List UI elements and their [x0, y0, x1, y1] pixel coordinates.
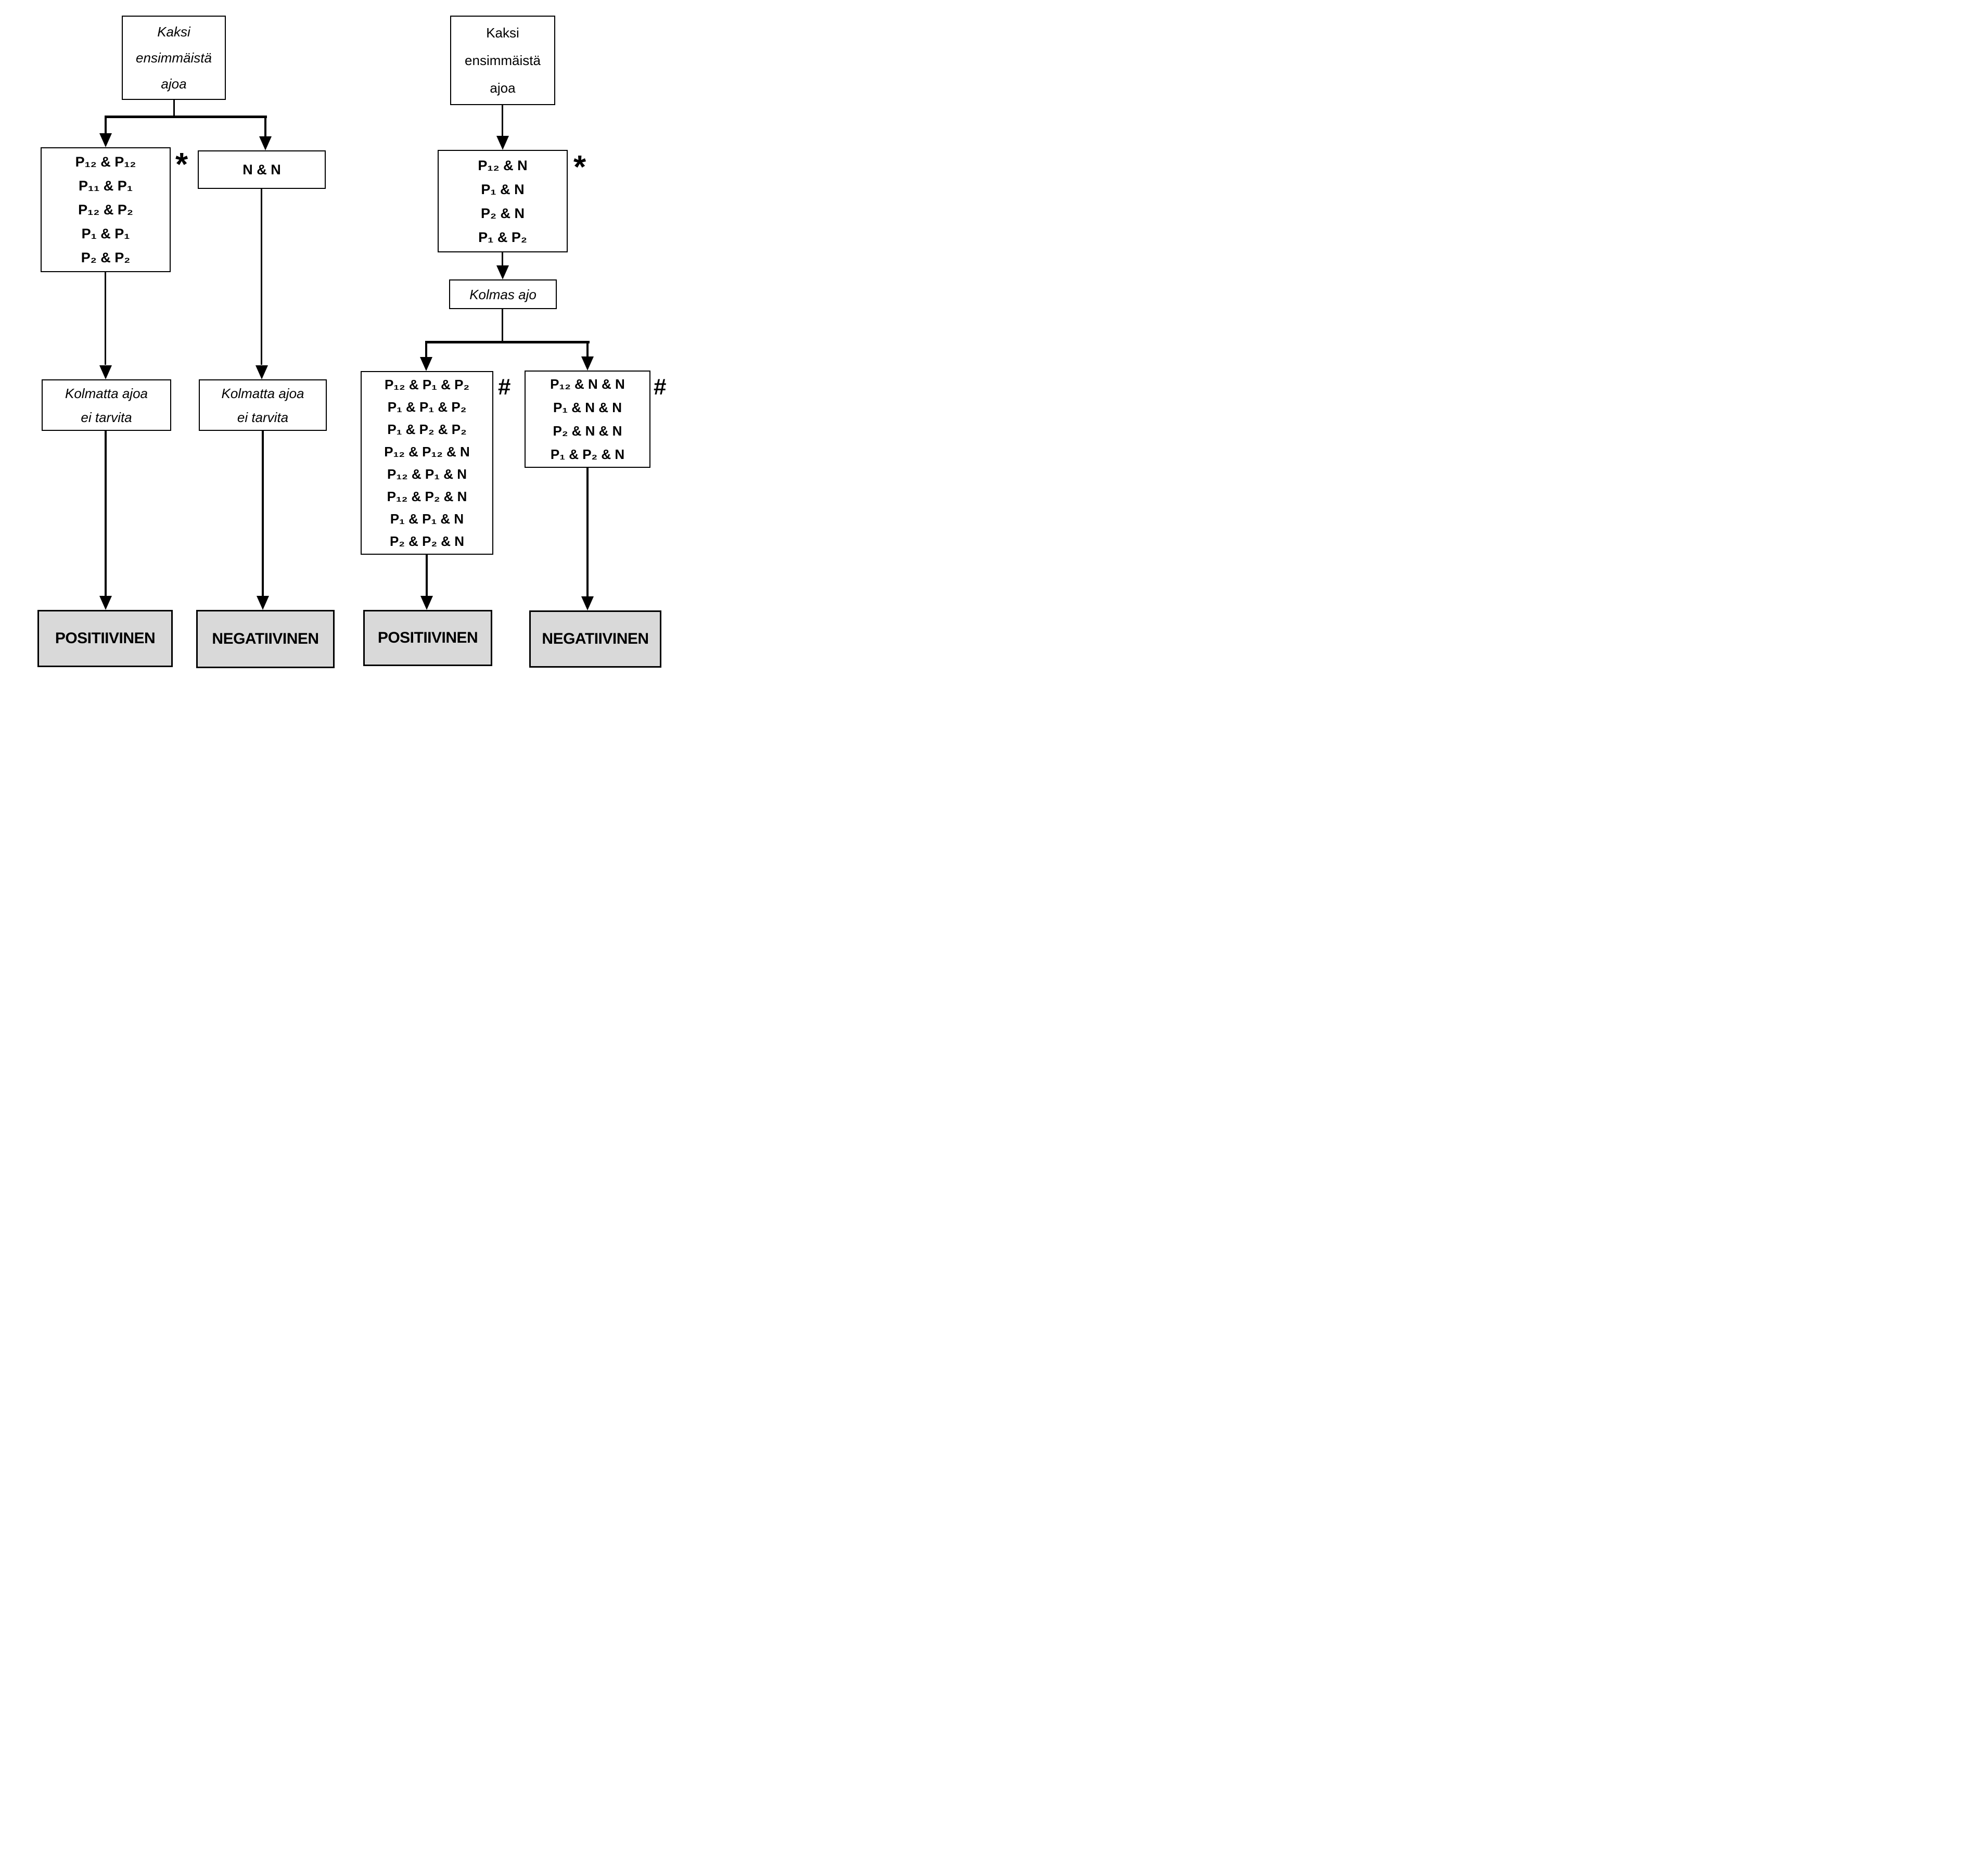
- right-pairs-to-third-arrowhead: [496, 265, 509, 279]
- right-result-positive-box: POSITIIVINEN: [363, 610, 492, 666]
- right-result-negative-label: NEGATIIVINEN: [542, 630, 649, 647]
- right-positive-drop-arrowhead: [420, 357, 432, 371]
- left-negative-result-line: [262, 431, 264, 596]
- right-mixed-pair-box: P₁₂ & N P₁ & N P₂ & N P₁ & P₂: [438, 150, 568, 252]
- left-no-third-run-positive-box: Kolmatta ajoa ei tarvita: [42, 379, 171, 431]
- right-branch-line: [425, 341, 590, 343]
- right-negative-drop-line: [586, 341, 589, 356]
- left-negative-to-no-third-arrowhead: [256, 365, 268, 379]
- right-root-to-pairs-arrowhead: [496, 136, 509, 150]
- right-negative-hash-marker: #: [654, 374, 667, 400]
- left-positive-result-arrowhead: [99, 596, 112, 610]
- left-negative-drop-line: [264, 116, 266, 136]
- left-result-negative-label: NEGATIIVINEN: [212, 630, 319, 647]
- left-positive-result-line: [105, 431, 107, 596]
- left-root-box: Kaksi ensimmäistä ajoa: [122, 16, 226, 100]
- left-negative-to-no-third-line: [261, 189, 262, 365]
- left-result-positive-label: POSITIIVINEN: [55, 630, 156, 647]
- right-mixed-pair-lines: P₁₂ & N P₁ & N P₂ & N P₁ & P₂: [478, 157, 528, 245]
- left-positive-pair-box: P₁₂ & P₁₂ P₁₁ & P₁ P₁₂ & P₂ P₁ & P₁ P₂ &…: [41, 147, 171, 272]
- left-positive-pair-lines: P₁₂ & P₁₂ P₁₁ & P₁ P₁₂ & P₂ P₁ & P₁ P₂ &…: [75, 154, 136, 265]
- right-result-negative-box: NEGATIIVINEN: [529, 610, 661, 668]
- right-root-box: Kaksi ensimmäistä ajoa: [450, 16, 555, 105]
- right-result-positive-label: POSITIIVINEN: [377, 629, 478, 646]
- right-third-run-negative-lines: P₁₂ & N & N P₁ & N & N P₂ & N & N P₁ & P…: [550, 376, 625, 462]
- right-positive-drop-line: [425, 341, 427, 357]
- left-no-third-run-positive-lines: Kolmatta ajoa ei tarvita: [65, 385, 148, 425]
- left-root-stub-line: [173, 100, 175, 117]
- right-negative-result-arrowhead: [581, 596, 594, 610]
- right-pairs-to-third-line: [502, 252, 503, 266]
- right-asterisk-marker: *: [573, 149, 586, 185]
- right-third-run-negative-box: P₁₂ & N & N P₁ & N & N P₂ & N & N P₁ & P…: [525, 371, 650, 468]
- left-no-third-run-negative-box: Kolmatta ajoa ei tarvita: [199, 379, 327, 431]
- left-root-label: Kaksi ensimmäistä ajoa: [136, 24, 212, 92]
- right-third-run-positive-lines: P₁₂ & P₁ & P₂ P₁ & P₁ & P₂ P₁ & P₂ & P₂ …: [384, 376, 470, 549]
- right-negative-result-line: [586, 468, 589, 596]
- left-asterisk-marker: *: [175, 147, 188, 183]
- right-third-run-positive-box: P₁₂ & P₁ & P₂ P₁ & P₁ & P₂ P₁ & P₂ & P₂ …: [361, 371, 493, 555]
- left-positive-drop-arrowhead: [99, 133, 112, 147]
- left-result-positive-box: POSITIIVINEN: [37, 610, 173, 667]
- right-third-run-label: Kolmas ajo: [469, 286, 537, 302]
- left-positive-drop-line: [105, 116, 107, 133]
- left-negative-pair-label: N & N: [242, 161, 281, 177]
- right-third-run-stub-line: [502, 309, 503, 342]
- left-positive-to-no-third-arrowhead: [99, 365, 112, 379]
- right-positive-hash-marker: #: [498, 374, 511, 400]
- left-negative-drop-arrowhead: [259, 136, 272, 150]
- right-third-run-box: Kolmas ajo: [449, 279, 557, 309]
- right-root-label: Kaksi ensimmäistä ajoa: [465, 24, 541, 96]
- right-positive-result-arrowhead: [420, 596, 433, 610]
- left-result-negative-box: NEGATIIVINEN: [196, 610, 335, 668]
- flowchart: Kaksi ensimmäistä ajoa P₁₂ & P₁₂ P₁₁ & P…: [0, 0, 804, 767]
- left-negative-pair-box: N & N: [198, 150, 326, 189]
- left-negative-result-arrowhead: [257, 596, 269, 610]
- right-negative-drop-arrowhead: [581, 356, 594, 371]
- right-positive-result-line: [426, 555, 428, 596]
- right-root-to-pairs-line: [502, 105, 503, 136]
- left-positive-to-no-third-line: [105, 272, 106, 365]
- left-branch-line: [105, 116, 267, 118]
- left-no-third-run-negative-lines: Kolmatta ajoa ei tarvita: [221, 385, 304, 425]
